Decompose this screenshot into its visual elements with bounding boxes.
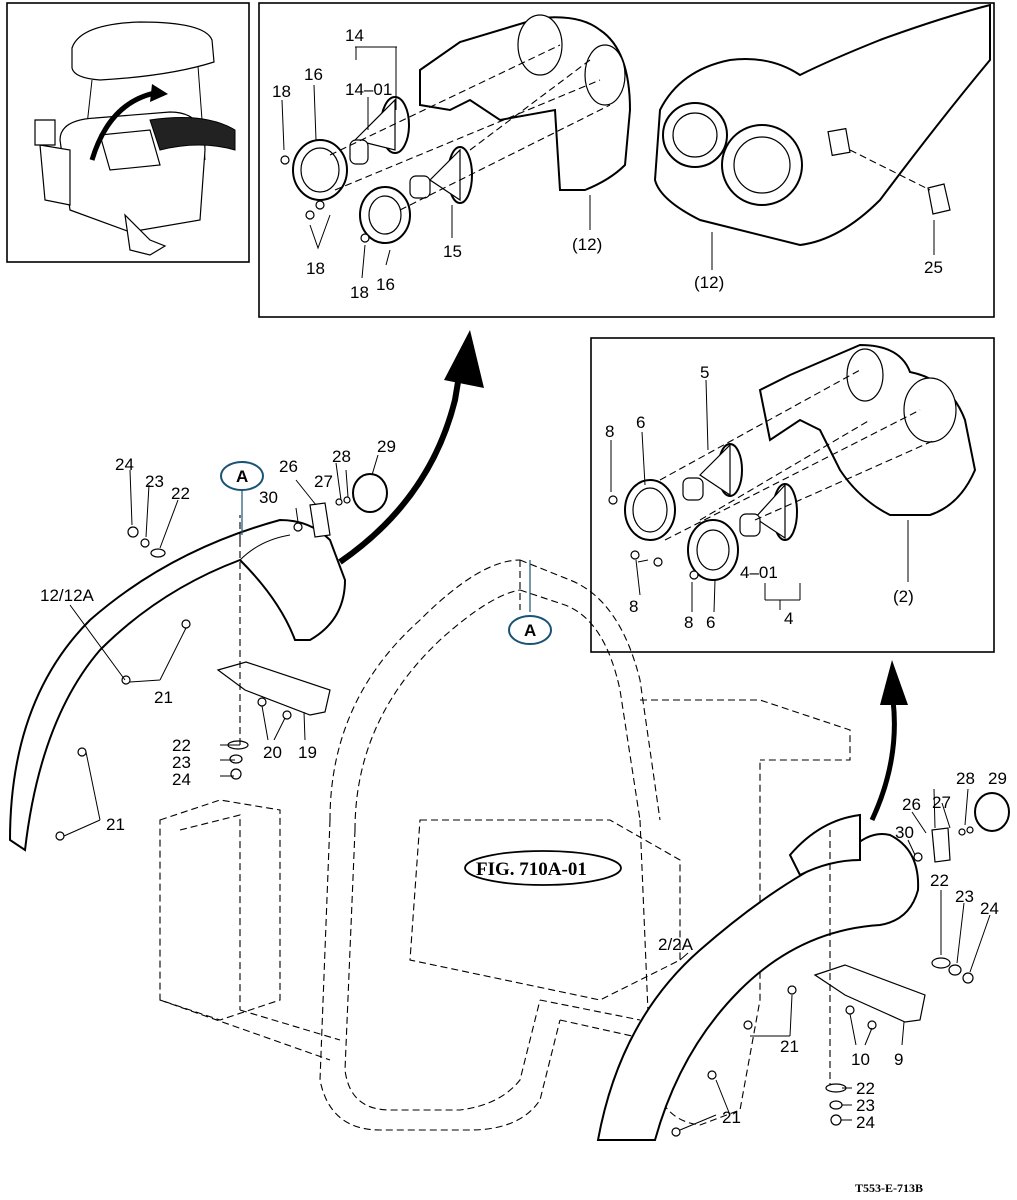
fender-end-12: [653, 3, 991, 247]
screws-18: [280, 155, 370, 243]
callout-8-bottom: 8: [684, 613, 693, 632]
callout-29: 29: [377, 437, 396, 456]
callout-30-rh: 30: [895, 823, 914, 842]
fender-bracket-2: [758, 343, 977, 516]
bracket-9: [813, 964, 926, 1030]
callout-23-mid: 23: [172, 753, 191, 772]
callout-21-upper: 21: [154, 688, 173, 707]
callout-2-2a: 2/2A: [658, 935, 694, 954]
view-a-label-left: A: [236, 467, 248, 486]
callout-24-rh: 24: [980, 899, 999, 918]
lamp-5: [682, 443, 743, 501]
chassis-frame: [159, 559, 851, 1131]
lamp-4: [739, 483, 798, 541]
rh-fender-hardware: [671, 792, 1010, 1137]
callout-12-bracket: (12): [572, 235, 602, 254]
callout-8-mid: 8: [629, 597, 638, 616]
callout-18-top: 18: [272, 82, 291, 101]
figure-reference-label: FIG. 710A-01: [476, 859, 587, 880]
lamp-15: [409, 146, 473, 204]
drawing-code: T553-E-713B: [855, 1181, 923, 1195]
view-a-marker-center: A: [508, 560, 552, 645]
tractor-overview-illustration: [34, 21, 236, 256]
rh-fender-assembly: 28 29 26 27 30 22 23 24 2/2A 21 21 10 9 …: [596, 769, 1010, 1141]
figure-reference: FIG. 710A-01: [464, 850, 622, 886]
callout-4: 4: [784, 609, 793, 628]
callout-28-rh: 28: [956, 769, 975, 788]
callout-9: 9: [894, 1050, 903, 1069]
callout-10: 10: [851, 1050, 870, 1069]
callout-6-bottom: 6: [706, 613, 715, 632]
callout-21-lower: 21: [106, 815, 125, 834]
callout-20: 20: [263, 743, 282, 762]
callout-29-rh: 29: [988, 769, 1007, 788]
callout-21-rh-upper: 21: [780, 1037, 799, 1056]
callout-19: 19: [298, 743, 317, 762]
screws-8: [608, 495, 699, 580]
view-a-marker-left: A: [220, 461, 264, 535]
callout-22-mid: 22: [172, 736, 191, 755]
lh-fender-assembly: A 24 23 22 26 28 29 30 27 12/12A 21 21 2…: [8, 437, 396, 852]
callout-24-mid: 24: [172, 770, 191, 789]
callout-8-top: 8: [605, 422, 614, 441]
overview-inset: [6, 2, 250, 263]
callout-26-rh: 26: [902, 795, 921, 814]
callout-27: 27: [314, 472, 333, 491]
callout-12-12a: 12/12A: [40, 586, 95, 605]
callout-27-rh: 27: [932, 793, 951, 812]
callout-30: 30: [259, 488, 278, 507]
callout-22-rh: 22: [930, 871, 949, 890]
callout-26: 26: [279, 457, 298, 476]
callout-28: 28: [332, 447, 351, 466]
callout-22-rh-low: 22: [856, 1079, 875, 1098]
callout-12-fender: (12): [694, 273, 724, 292]
callout-6-top: 6: [636, 413, 645, 432]
lamp-14: [349, 96, 410, 165]
callout-21-rh-lower: 21: [722, 1108, 741, 1127]
callout-14-01: 14–01: [345, 80, 392, 99]
callout-23-rh: 23: [955, 887, 974, 906]
callout-18-mid: 18: [306, 259, 325, 278]
detail-arrows: [338, 330, 908, 822]
callout-15: 15: [443, 242, 462, 261]
callout-24-rh-low: 24: [856, 1113, 875, 1132]
detail-panel-lh: 14 14–01 16 18 18 18 16 15 (12) (12) 25: [258, 2, 995, 318]
callout-16-bottom: 16: [376, 275, 395, 294]
callout-4-01: 4–01: [740, 563, 778, 582]
gasket-ring-6: [624, 479, 739, 581]
bracket-19: [216, 661, 331, 720]
gasket-ring-16: [292, 139, 411, 244]
callout-18-bottom: 18: [350, 283, 369, 302]
callout-5: 5: [700, 363, 709, 382]
callout-22-top: 22: [171, 484, 190, 503]
view-a-label-center: A: [524, 621, 536, 640]
callout-25: 25: [924, 258, 943, 277]
detail-panel-rh: 5 6 8 8 8 6 4–01 4 (2): [590, 337, 995, 653]
callout-16-top: 16: [304, 65, 323, 84]
callout-2-bracket: (2): [893, 587, 914, 606]
callout-23-rh-low: 23: [856, 1096, 875, 1115]
callout-24-top: 24: [115, 455, 134, 474]
lh-fender-hardware: [55, 473, 388, 841]
callout-23-top: 23: [145, 472, 164, 491]
callout-14: 14: [345, 26, 364, 45]
